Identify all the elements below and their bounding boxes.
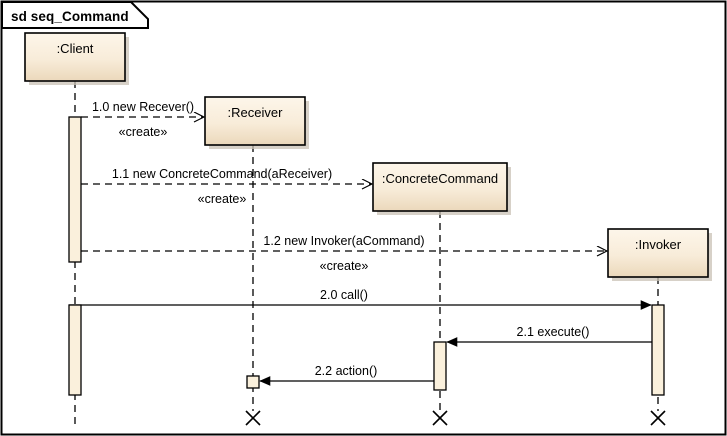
lifeline-head-invoker[interactable]: :Invoker [607,228,712,281]
destroy-x-icon-receiver [245,410,261,426]
lifeline-box [372,162,508,212]
lifeline-head-client[interactable]: :Client [24,32,129,85]
activation-bar-receiver [246,375,260,389]
lifeline-box [204,96,306,146]
message-label-1-2: 1.2 new Invoker(aCommand) [263,234,424,248]
message-1-2-new-invoker[interactable]: 1.2 new Invoker(aCommand) «create» [81,234,606,273]
destroy-x-icon-concretecommand [432,410,448,426]
message-stereotype-1-1: «create» [198,192,247,206]
activation-bar-concretecommand [433,341,447,391]
message-label-1-0: 1.0 new Recever() [92,100,194,114]
frame-label-text: sd seq_Command [11,9,129,24]
activation-bar-client-2 [68,304,82,396]
message-label-2-0: 2.0 call() [320,288,368,302]
activation-bar-client-1 [68,116,82,263]
lifeline-name-receiver: :Receiver [228,105,284,120]
message-2-0-call[interactable]: 2.0 call() [69,288,652,310]
lifeline-name-client: :Client [57,41,94,56]
lifeline-box [607,228,709,278]
message-2-2-action[interactable]: 2.2 action() [259,364,440,386]
message-label-2-1: 2.1 execute() [517,325,590,339]
message-1-1-new-concretecommand[interactable]: 1.1 new ConcreteCommand(aReceiver) «crea… [81,167,371,206]
lifeline-name-invoker: :Invoker [635,237,682,252]
lifeline-head-concretecommand[interactable]: :ConcreteCommand [372,162,511,215]
message-stereotype-1-2: «create» [320,259,369,273]
message-stereotype-1-0: «create» [119,125,168,139]
message-2-1-execute[interactable]: 2.1 execute() [446,325,658,347]
destruction-markers-layer [245,410,666,426]
activation-bars-layer [68,116,665,396]
frame-label-tab [1,1,149,29]
lifeline-name-concretecommand: :ConcreteCommand [382,171,498,186]
lifeline-heads-layer: :Client :Receiver :ConcreteCommand :Invo… [24,32,712,281]
activation-bar-invoker [651,304,665,396]
lifeline-head-receiver[interactable]: :Receiver [204,96,309,149]
message-1-0-new-receiver[interactable]: 1.0 new Recever() «create» [81,100,203,139]
destroy-x-icon-invoker [650,410,666,426]
messages-layer: 1.0 new Recever() «create» 1.1 new Concr… [69,100,658,386]
lifeline-box [24,32,126,82]
message-label-1-1: 1.1 new ConcreteCommand(aReceiver) [112,167,332,181]
message-label-2-2: 2.2 action() [315,364,378,378]
